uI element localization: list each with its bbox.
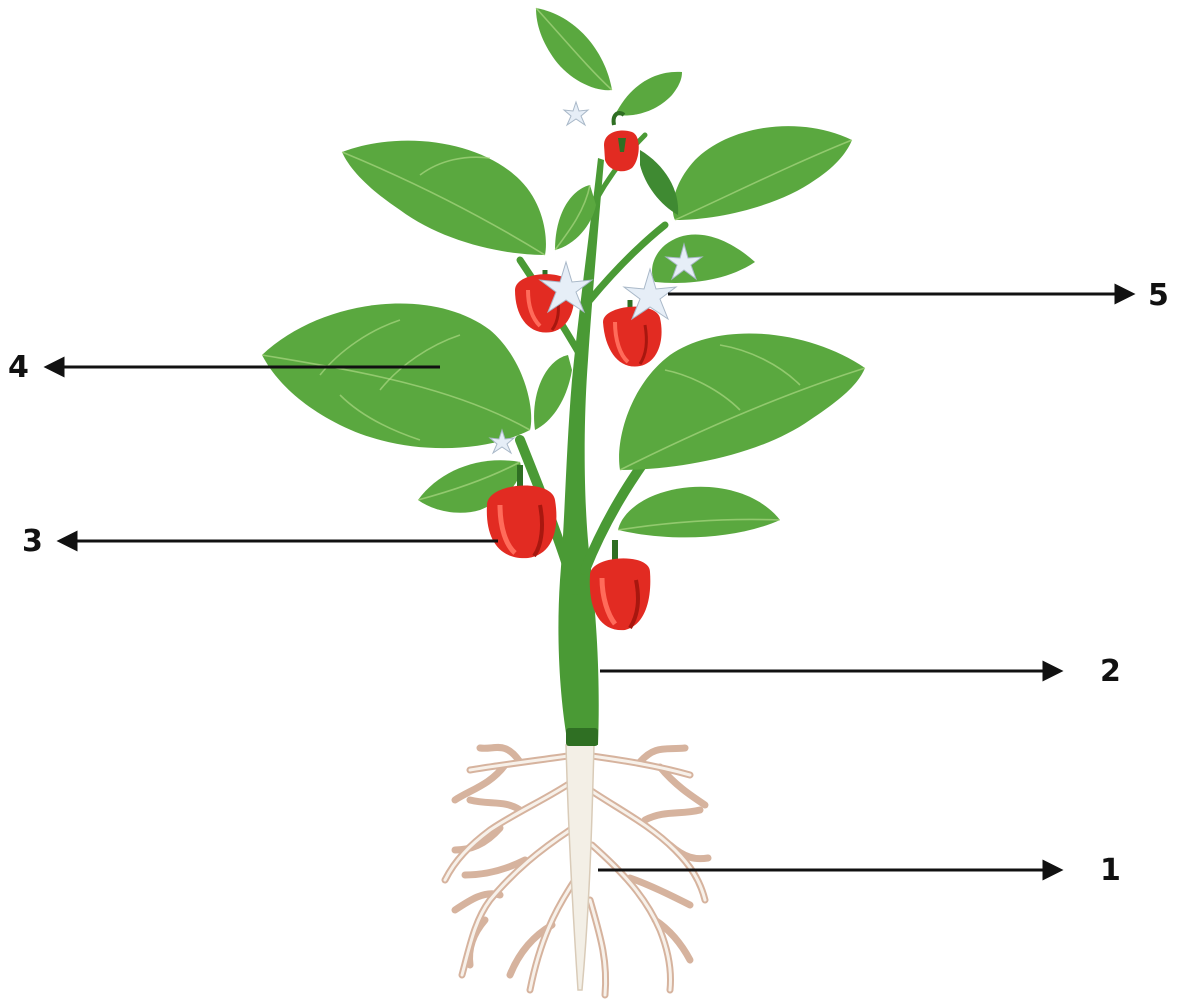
taproot [566,745,594,990]
leaf-left-large [262,304,531,449]
pepper-lower-right [590,540,651,630]
leaf-center-small [534,355,572,430]
label-stem: 2 [1100,654,1121,689]
label-fruit: 3 [22,524,43,559]
leaf-top [536,8,612,90]
leaf-mid-small-right [640,150,678,215]
pepper-top [604,113,639,171]
stem-base-band [566,728,598,746]
flower-top [564,102,588,125]
leaf-lower-right [618,487,780,538]
pepper-upper-right [603,300,662,367]
leaf-right-mid [652,234,755,283]
leaf-top-right [615,72,682,116]
leaf-upper-left [342,141,546,255]
leaf-upper-right [673,126,852,220]
label-flower: 5 [1148,278,1169,313]
label-root: 1 [1100,853,1121,888]
label-leaf: 4 [8,350,29,385]
